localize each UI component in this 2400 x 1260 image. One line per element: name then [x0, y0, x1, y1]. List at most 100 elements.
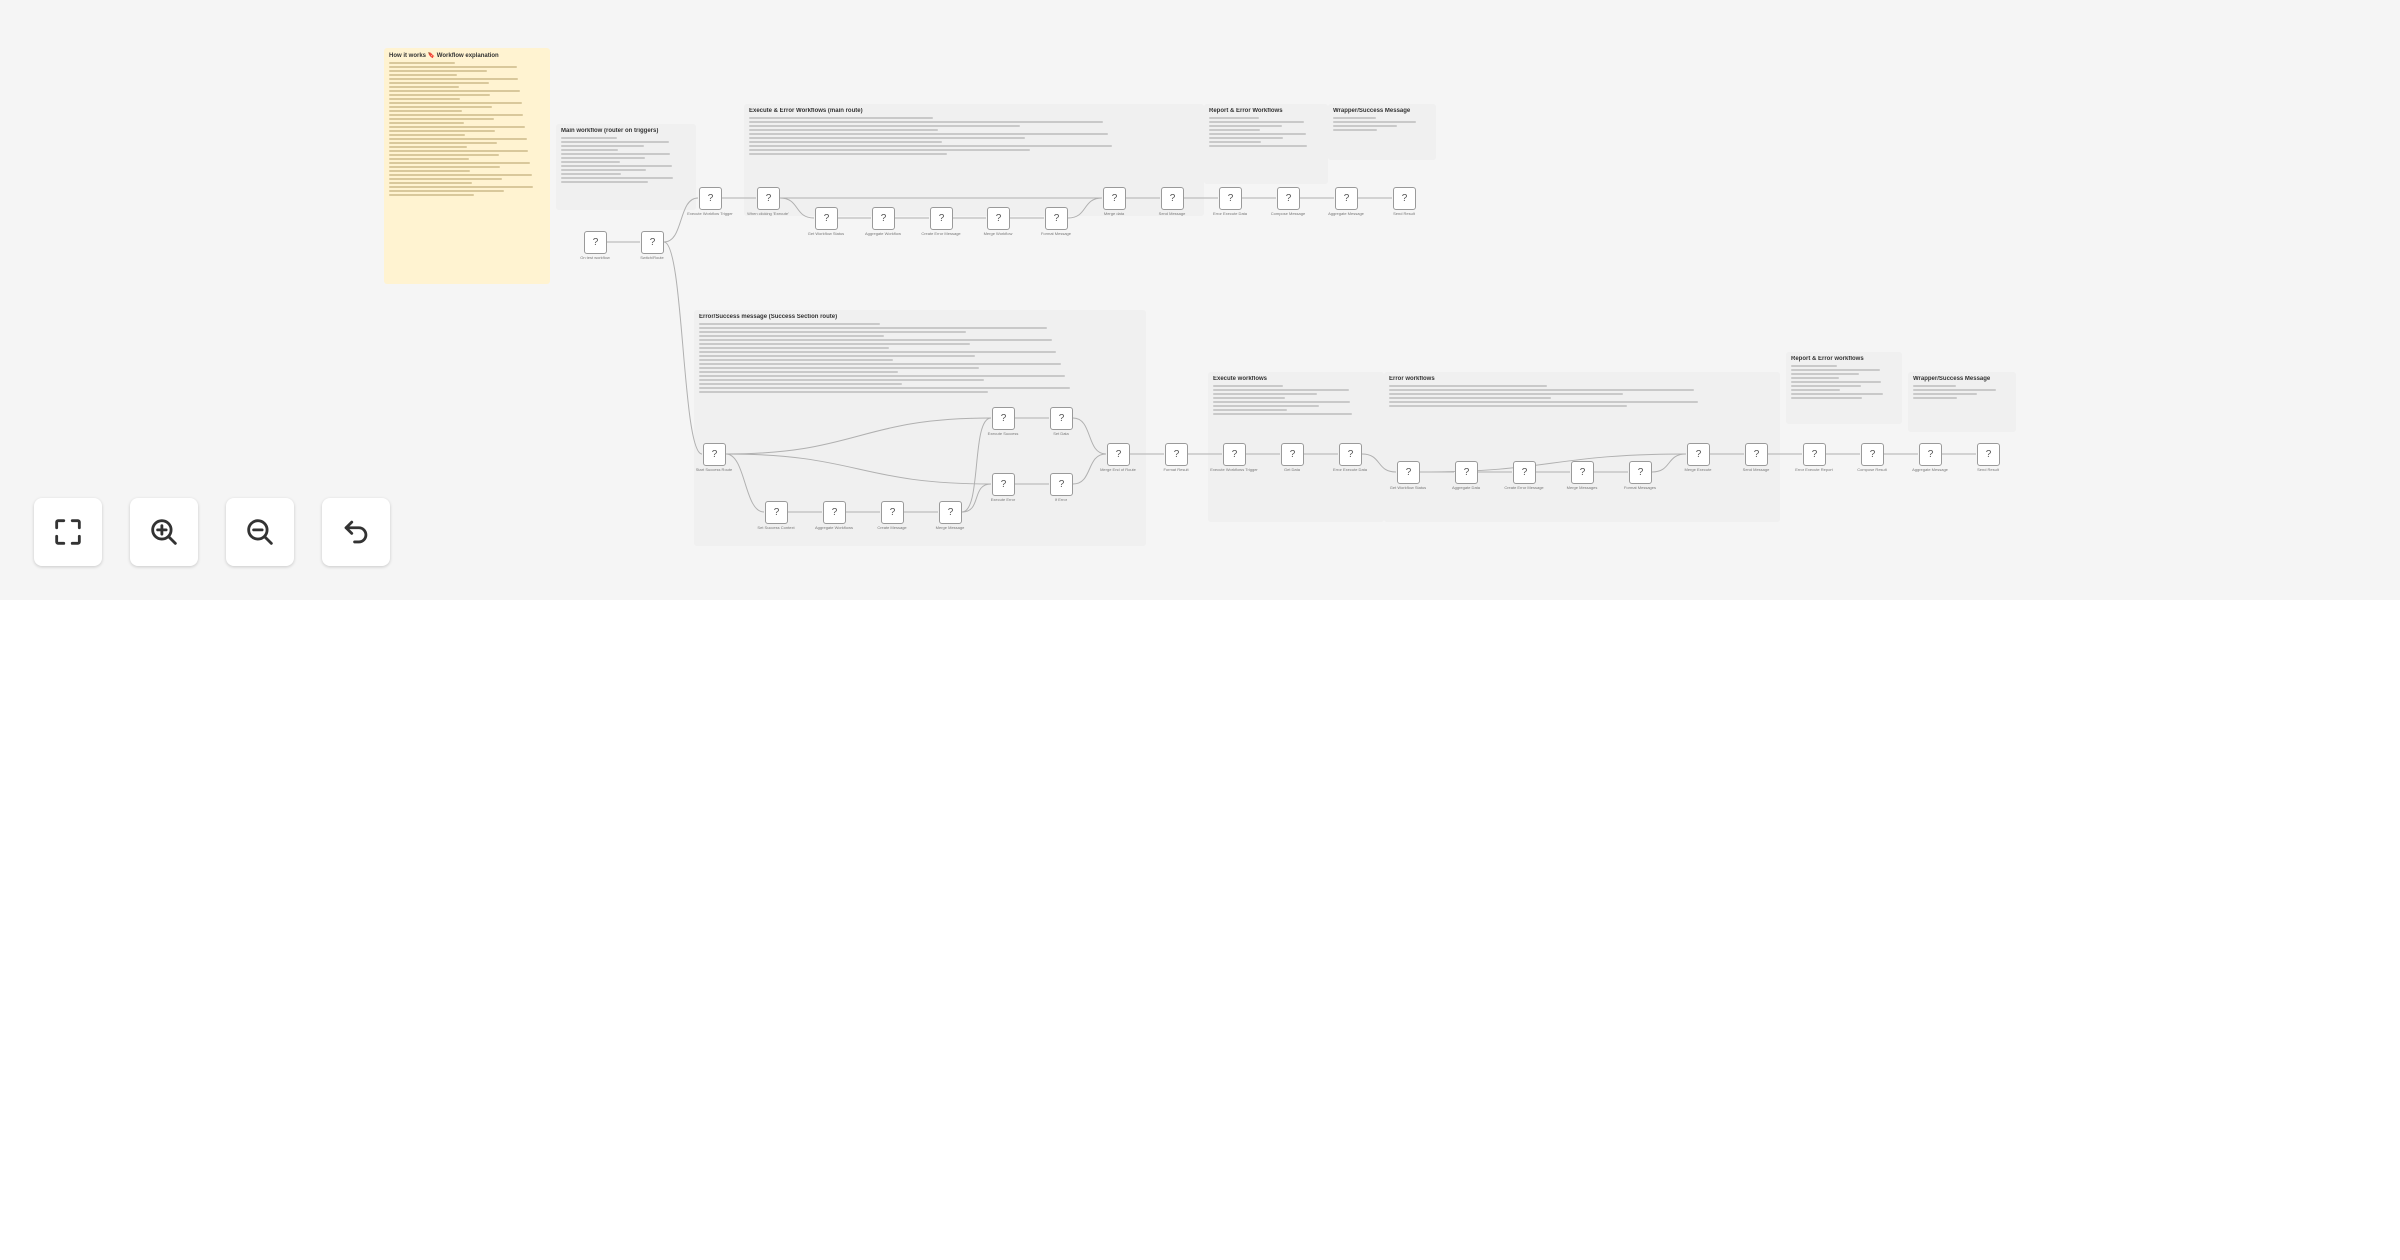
sticky-note[interactable]: Execute & Error Workflows (main route) — [744, 104, 1204, 216]
sticky-note-title: Execute workflows — [1213, 376, 1268, 382]
workflow-node[interactable]: ? — [1050, 407, 1073, 430]
connection-line[interactable] — [725, 417, 992, 455]
workflow-node[interactable]: ? — [1103, 187, 1126, 210]
workflow-node-label: Set Success Context — [757, 525, 795, 530]
connection-line[interactable] — [1361, 453, 1397, 473]
sticky-note-text-line — [749, 133, 1108, 135]
fit-view-button[interactable] — [34, 498, 102, 566]
connection-line[interactable] — [1072, 453, 1107, 485]
sticky-note-text-line — [561, 181, 648, 183]
workflow-canvas[interactable]: How it works 🔖 Workflow explanation Main … — [0, 0, 2400, 600]
workflow-node[interactable]: ? — [1687, 443, 1710, 466]
workflow-node[interactable]: ? — [1107, 443, 1130, 466]
sticky-note-text-line — [699, 347, 889, 349]
workflow-node[interactable]: ? — [1571, 461, 1594, 484]
workflow-node-label: If Error — [1054, 497, 1068, 502]
workflow-node[interactable]: ? — [1045, 207, 1068, 230]
zoom-in-button[interactable] — [130, 498, 198, 566]
workflow-node-label: Get Data — [1283, 467, 1300, 472]
connection-line[interactable] — [725, 453, 765, 513]
connection-line[interactable] — [961, 417, 992, 513]
workflow-node[interactable]: ? — [930, 207, 953, 230]
sticky-note-text-line — [699, 367, 980, 369]
workflow-node[interactable]: ? — [881, 501, 904, 524]
workflow-node[interactable]: ? — [757, 187, 780, 210]
sticky-note[interactable]: Error workflows — [1384, 372, 1780, 522]
workflow-node[interactable]: ? — [1513, 461, 1536, 484]
workflow-node-label: Execute Error — [990, 497, 1016, 502]
workflow-node[interactable]: ? — [1455, 461, 1478, 484]
workflow-node[interactable]: ? — [765, 501, 788, 524]
workflow-node[interactable]: ? — [1161, 187, 1184, 210]
zoom-out-button[interactable] — [226, 498, 294, 566]
workflow-node[interactable]: ? — [823, 501, 846, 524]
connection-line[interactable] — [1067, 197, 1103, 219]
workflow-node-label: Merge Messages — [1566, 485, 1598, 490]
workflow-node[interactable]: ? — [1397, 461, 1420, 484]
unknown-node-icon: ? — [1285, 193, 1292, 204]
workflow-node[interactable]: ? — [939, 501, 962, 524]
workflow-node[interactable]: ? — [1219, 187, 1242, 210]
workflow-node[interactable]: ? — [641, 231, 664, 254]
workflow-node-label: Error Execute Data — [1212, 211, 1247, 216]
sticky-note-text-line — [561, 165, 672, 167]
unknown-node-icon: ? — [1173, 449, 1180, 460]
workflow-node[interactable]: ? — [1281, 443, 1304, 466]
workflow-node[interactable]: ? — [815, 207, 838, 230]
workflow-node[interactable]: ? — [1339, 443, 1362, 466]
unknown-node-icon: ? — [823, 213, 830, 224]
workflow-node[interactable]: ? — [1629, 461, 1652, 484]
connection-line[interactable] — [779, 197, 815, 219]
sticky-note-text-line — [1209, 117, 1259, 119]
connection-line[interactable] — [725, 453, 992, 485]
workflow-node[interactable]: ? — [1165, 443, 1188, 466]
workflow-node-label: Send Message — [1742, 467, 1770, 472]
connection-line[interactable] — [663, 197, 699, 243]
workflow-node[interactable]: ? — [992, 407, 1015, 430]
sticky-note-text-line — [389, 154, 499, 156]
sticky-note-text-line — [389, 170, 471, 172]
sticky-note-text-line — [389, 190, 504, 192]
workflow-node[interactable]: ? — [1050, 473, 1073, 496]
connection-line[interactable] — [961, 483, 992, 513]
sticky-note[interactable]: Wrapper/Success Message — [1328, 104, 1436, 160]
workflow-node-label: Aggregate Data — [1451, 485, 1481, 490]
workflow-node[interactable]: ? — [1977, 443, 2000, 466]
workflow-node[interactable]: ? — [1803, 443, 1826, 466]
workflow-node[interactable]: ? — [992, 473, 1015, 496]
sticky-note-text-line — [1213, 413, 1353, 415]
sticky-note-title: Wrapper/Success Message — [1913, 376, 1991, 382]
workflow-node[interactable]: ? — [1223, 443, 1246, 466]
workflow-node[interactable]: ? — [987, 207, 1010, 230]
sticky-note-text-line — [1389, 401, 1698, 403]
workflow-node[interactable]: ? — [1919, 443, 1942, 466]
workflow-node[interactable]: ? — [1393, 187, 1416, 210]
sticky-note-text-line — [1913, 397, 1958, 399]
sticky-note[interactable]: Report & Error workflows — [1786, 352, 1902, 424]
undo-button[interactable] — [322, 498, 390, 566]
sticky-note[interactable]: Report & Error Workflows — [1204, 104, 1328, 184]
workflow-node[interactable]: ? — [872, 207, 895, 230]
workflow-node[interactable]: ? — [1861, 443, 1884, 466]
sticky-note-text-line — [389, 130, 496, 132]
workflow-node[interactable]: ? — [584, 231, 607, 254]
unknown-node-icon: ? — [1111, 193, 1118, 204]
connection-line[interactable] — [1651, 453, 1687, 473]
workflow-node[interactable]: ? — [699, 187, 722, 210]
sticky-note-text-line — [561, 177, 673, 179]
workflow-node[interactable]: ? — [1277, 187, 1300, 210]
workflow-node[interactable]: ? — [1745, 443, 1768, 466]
connection-line[interactable] — [663, 241, 703, 455]
sticky-note-title: Main workflow (router on triggers) — [561, 128, 659, 134]
unknown-node-icon: ? — [1000, 413, 1007, 424]
sticky-note-text-line — [749, 141, 943, 143]
sticky-note[interactable]: Main workflow (router on triggers) — [556, 124, 696, 210]
sticky-note-text-line — [1209, 121, 1305, 123]
workflow-node[interactable]: ? — [703, 443, 726, 466]
sticky-note-text-line — [389, 82, 489, 84]
sticky-note[interactable]: Wrapper/Success Message — [1908, 372, 2016, 432]
sticky-note[interactable]: How it works 🔖 Workflow explanation — [384, 48, 550, 284]
sticky-note-text-line — [1213, 401, 1351, 403]
workflow-node[interactable]: ? — [1335, 187, 1358, 210]
connection-line[interactable] — [1072, 417, 1107, 455]
